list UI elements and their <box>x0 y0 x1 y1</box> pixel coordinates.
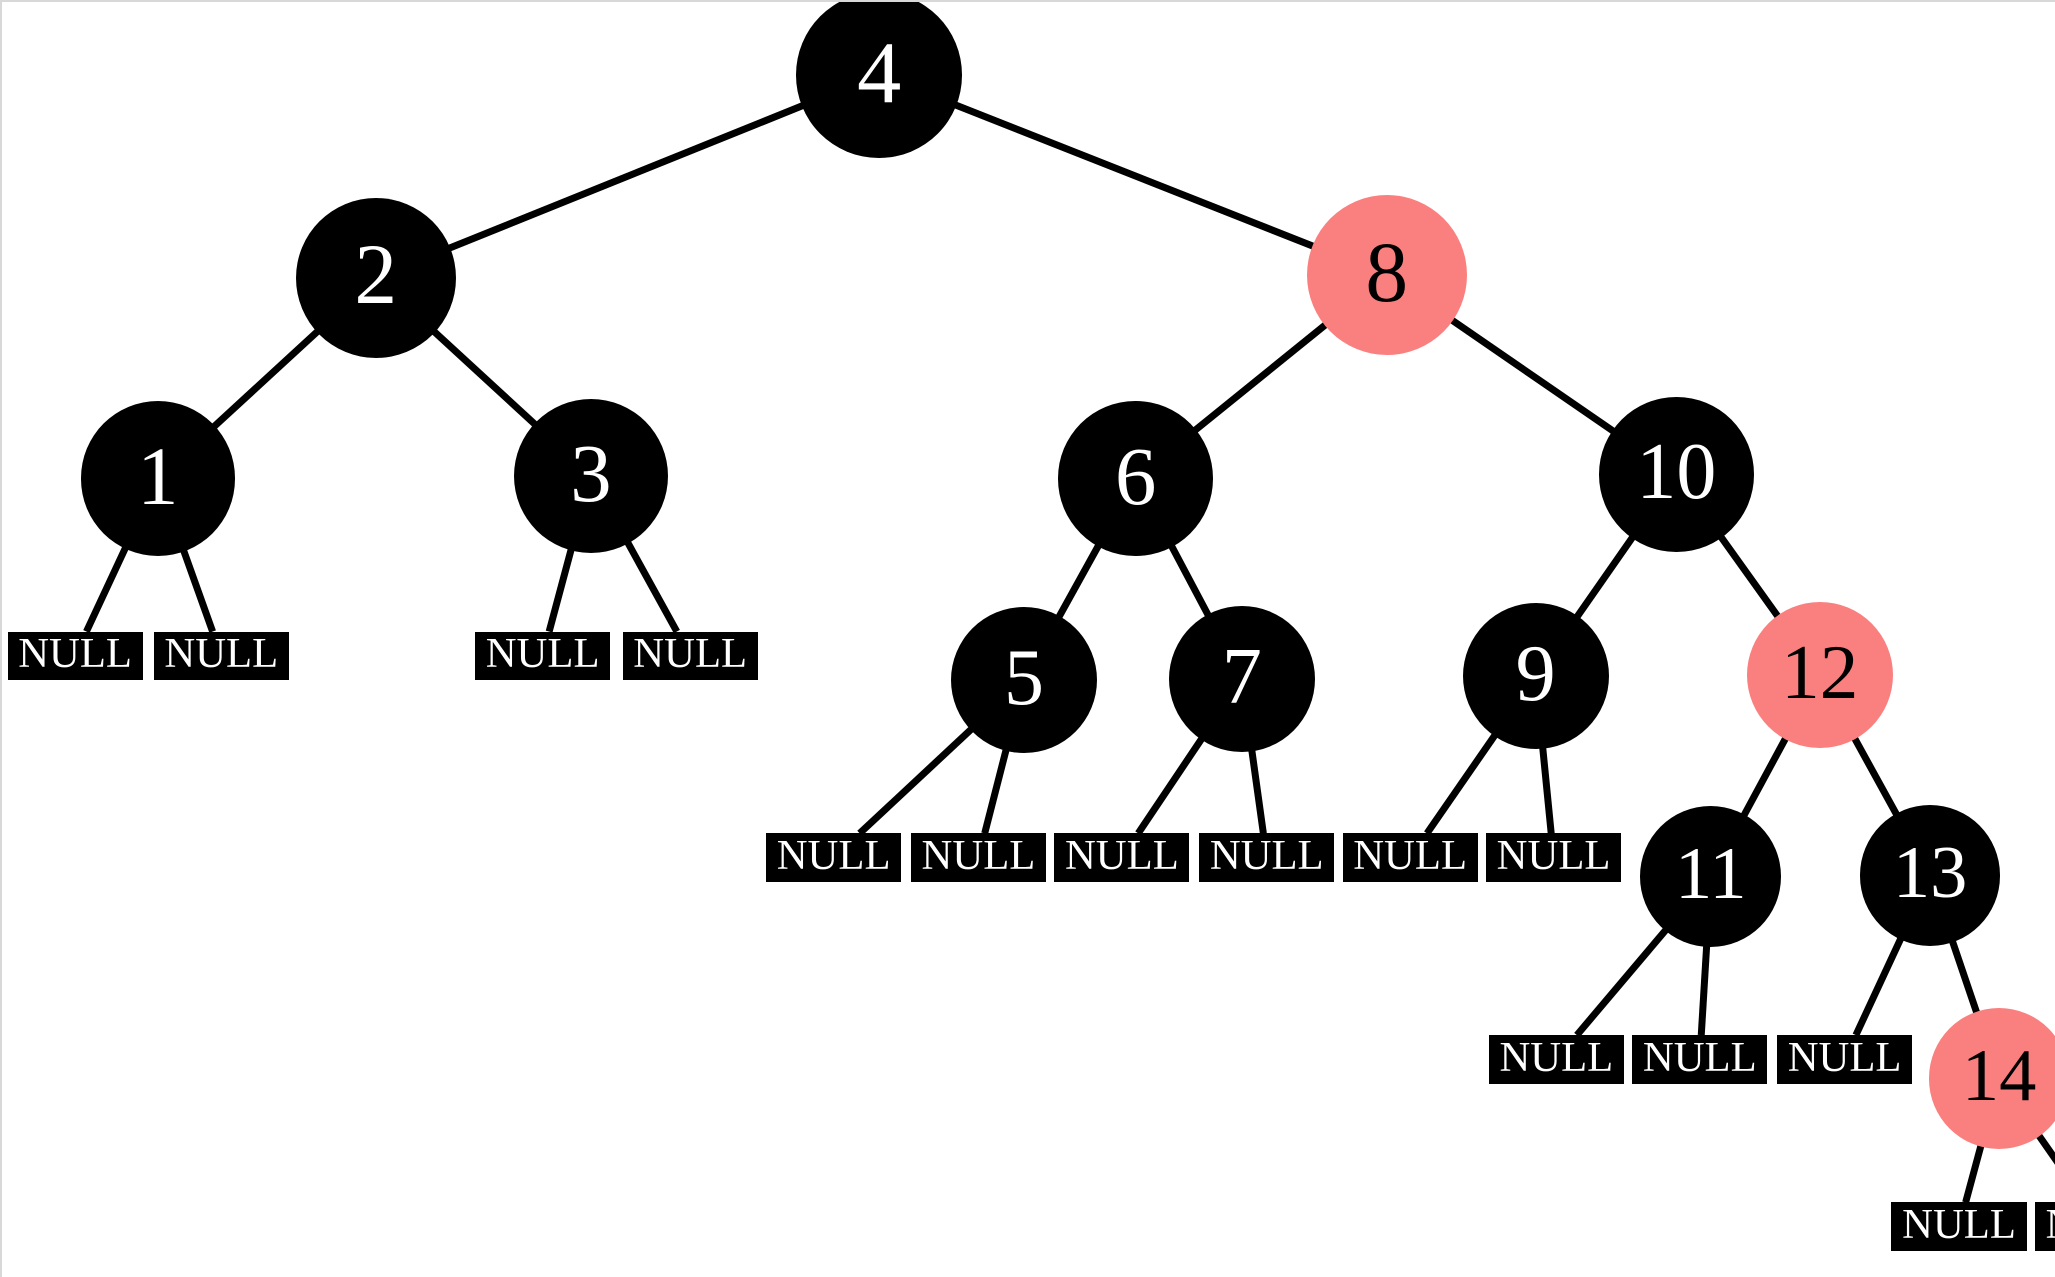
tree-edge <box>939 95 1329 256</box>
tree-edge <box>1844 724 1907 828</box>
null-leaf-label: NULL <box>18 630 132 678</box>
null-leaf-label: NULL <box>1209 832 1324 880</box>
null-leaf-label: NULL <box>1787 1033 1902 1081</box>
tree-node-label: 14 <box>1961 1035 2037 1118</box>
tree-node-3[interactable]: 3 <box>513 398 669 553</box>
null-leaf: NULL <box>7 630 143 681</box>
tree-edge <box>1437 308 1628 443</box>
tree-node-label: 8 <box>1365 225 1409 320</box>
null-leaf: NULL <box>1891 1201 2027 1251</box>
null-leaf: NULL <box>1488 1033 1624 1084</box>
tree-node-6[interactable]: 6 <box>1058 401 1213 556</box>
null-leaf-label: NULL <box>1902 1201 2016 1249</box>
tree-node-12[interactable]: 12 <box>1746 601 1893 749</box>
null-leaf: NULL <box>475 630 611 681</box>
null-leaf-label: NULL <box>485 630 600 678</box>
tree-edge <box>433 96 820 258</box>
tree-edge <box>1049 530 1109 631</box>
tree-edge <box>1566 523 1644 631</box>
null-leaf-label: NULL <box>921 832 1036 880</box>
tree-node-label: 13 <box>1892 832 1968 915</box>
tree-node-8[interactable]: 8 <box>1306 195 1467 356</box>
tree-node-7[interactable]: 7 <box>1168 605 1315 752</box>
tree-node-4[interactable]: 4 <box>796 2 962 158</box>
tree-node-13[interactable]: 13 <box>1859 805 2001 946</box>
tree-node-14[interactable]: 14 <box>1928 1008 2055 1149</box>
tree-node-5[interactable]: 5 <box>950 606 1098 754</box>
tree-edge <box>1709 522 1789 630</box>
null-leaf: NULL <box>153 630 289 681</box>
tree-edge <box>1181 312 1340 443</box>
null-leaf-label: NULL <box>2046 1204 2055 1247</box>
null-leaf: NULL <box>910 832 1047 882</box>
tree-edge <box>1161 531 1218 629</box>
null-leaf: NULL <box>1632 1033 1768 1084</box>
tree-node-label: 2 <box>354 228 398 323</box>
tree-node-label: 1 <box>137 429 179 522</box>
null-leaf-label: NULL <box>633 630 748 678</box>
tree-edge <box>1135 725 1213 836</box>
tree-edge <box>1537 734 1555 834</box>
tree-edge <box>1697 932 1711 1036</box>
tree-node-2[interactable]: 2 <box>295 197 456 358</box>
tree-edge <box>420 318 548 437</box>
tree-node-9[interactable]: 9 <box>1462 603 1609 750</box>
tree-node-label: 12 <box>1781 629 1859 716</box>
null-leaf-label: NULL <box>1642 1033 1757 1081</box>
tree-edge <box>200 318 332 440</box>
tree-edge <box>1424 722 1506 836</box>
tree-node-10[interactable]: 10 <box>1599 397 1754 552</box>
null-leaf: NULL <box>622 630 758 681</box>
null-leaf: NULL <box>2034 1202 2055 1251</box>
tree-node-label: 11 <box>1674 833 1747 916</box>
tree-node-label: 6 <box>1115 429 1157 522</box>
tree-edge <box>981 735 1013 835</box>
null-leaf: NULL <box>766 832 902 882</box>
tree-node-label: 5 <box>1003 634 1044 723</box>
null-leaf: NULL <box>1486 832 1622 882</box>
tree-node-label: 9 <box>1515 630 1556 719</box>
tree-edge <box>617 528 680 634</box>
null-leaf-label: NULL <box>164 630 279 678</box>
null-leaf: NULL <box>1054 832 1190 882</box>
tree-node-label: 10 <box>1636 428 1717 517</box>
tree-edge <box>1734 724 1796 829</box>
null-leaf-label: NULL <box>1496 832 1611 880</box>
tree-node-label: 3 <box>570 427 612 520</box>
null-leaf: NULL <box>1199 832 1335 882</box>
tree-node-1[interactable]: 1 <box>80 401 236 556</box>
tree-node-label: 7 <box>1221 632 1262 721</box>
null-leaf: NULL <box>1777 1033 1913 1084</box>
null-leaf-label: NULL <box>1064 832 1179 880</box>
tree-node-11[interactable]: 11 <box>1640 806 1782 948</box>
tree-edge <box>857 717 984 836</box>
tree-edge <box>1574 917 1678 1038</box>
null-leaf-label: NULL <box>1499 1033 1614 1081</box>
null-leaf: NULL <box>1342 832 1478 882</box>
tree-edge <box>1852 925 1910 1037</box>
tree-node-label: 4 <box>857 23 902 122</box>
null-leaf-label: NULL <box>1353 832 1468 880</box>
null-leaf-label: NULL <box>776 832 891 880</box>
